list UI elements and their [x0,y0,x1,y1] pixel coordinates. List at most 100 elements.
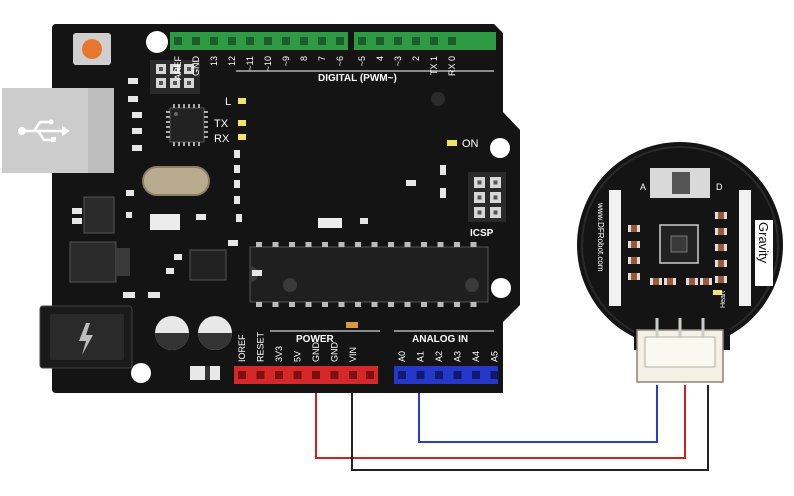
header-pin-hole [472,371,480,379]
microcontroller [249,246,489,303]
board-pad [431,92,445,106]
icsp-pin-core [173,81,177,85]
capacitor-small [150,214,180,230]
led-label-on: ON [462,138,479,150]
led-label-tx: TX [214,118,229,130]
power-pin-label: IOREF [237,334,247,362]
smd-component [252,270,262,276]
power-pin-label: 3V3 [274,346,284,362]
smd-component [196,214,206,220]
switch-label-a: A [640,182,646,192]
smd-components [72,78,446,298]
header-pin-hole [312,371,320,379]
analog-pin-label: A4 [471,351,481,362]
header-pin-hole [293,371,302,379]
digital-pin-label: TX 1 [429,56,439,75]
optical-sensor-window [670,235,688,253]
voltage-regulator [69,241,117,283]
analog-header-label: ANALOG IN [412,334,468,345]
power-pin-label: 5V [293,351,303,362]
header-pin-hole [448,37,456,45]
header-pin-hole [275,371,283,379]
mounting-hole [490,138,510,158]
sensor-resistor [700,278,712,285]
analog-pin-label: A2 [434,351,444,362]
sensor-resistor [628,273,640,280]
digital-pin-label: 8 [299,56,309,61]
usb-icon [18,119,70,142]
digital-pin-label: 13 [209,56,219,66]
smd-component [132,112,142,118]
icsp-header-small [150,60,200,94]
smd-component [123,292,135,298]
smd-component [126,190,134,196]
smd-component [406,180,416,186]
smd-component [234,150,240,158]
header-pin-hole [336,37,344,45]
crystal [142,166,210,196]
icsp-pin-core [493,180,498,185]
icsp-pin-core [159,81,163,85]
icsp-pin-core [493,210,498,215]
ground-wire [351,384,709,471]
sensor-resistor [715,244,727,251]
chip-pins [166,104,208,146]
header-pin-hole [358,37,366,45]
led-on [447,140,457,146]
smd-component [228,240,238,246]
smd-component [236,214,242,222]
header-pin-hole [318,37,326,45]
connector-inner [644,336,716,368]
icsp-pin-core [477,210,482,215]
power-header-label: POWER [296,334,335,345]
sensor-resistor [628,225,640,232]
header-pin-hole [300,37,308,45]
header-pin-hole [430,37,438,45]
icsp-pin-core [477,180,482,185]
smd-component [234,165,240,173]
analog-pin-label: A1 [416,351,426,362]
capacitor-marking [155,333,189,350]
smd-component [346,322,358,328]
digital-pin-label: 2 [411,56,421,61]
analog-pin-label: A3 [453,351,463,362]
sensor-resistor [650,278,662,285]
digital-header-label: DIGITAL (PWM~) [318,73,397,84]
wires [315,384,709,471]
analog-pin-label: A0 [397,351,407,362]
smd-component [126,212,132,218]
led-l [238,98,246,104]
analog-pin-labels: A0 A1 A2 A3 A4 A5 [397,351,500,362]
digital-pin-label: GND [191,56,201,77]
smd-component [440,165,446,175]
op-amp-chip [189,249,227,281]
smd-component [166,268,174,274]
digital-pin-label: 7 [317,56,327,61]
sensor-resistor [715,228,727,235]
smd-component [128,78,138,84]
icsp-pin-core [187,67,191,71]
digital-pin-label: ~9 [281,56,291,66]
mode-switch-slider [672,172,690,194]
icsp-pin-core [493,195,498,200]
power-pin-label: GND [330,342,340,363]
chip-dot [283,278,297,292]
smd-component [318,218,342,228]
led-label-rx: RX [214,133,230,145]
led-rx [238,134,246,140]
sensor-edge-strip [609,190,621,306]
sensor-resistor [664,278,676,285]
power-wire [315,384,686,459]
sensor-resistor [715,260,727,267]
power-pin-label: RESET [256,331,266,362]
sensor-smd-components [628,212,727,285]
header-pin-hole [435,371,443,379]
voltage-regulator [83,196,115,234]
signal-wire [418,384,658,443]
header-pin-hole [228,37,236,45]
header-pin-hole [256,371,265,379]
reset-button [82,39,102,59]
icsp-pin-core [477,195,482,200]
analog-pin-label: A5 [490,351,500,362]
